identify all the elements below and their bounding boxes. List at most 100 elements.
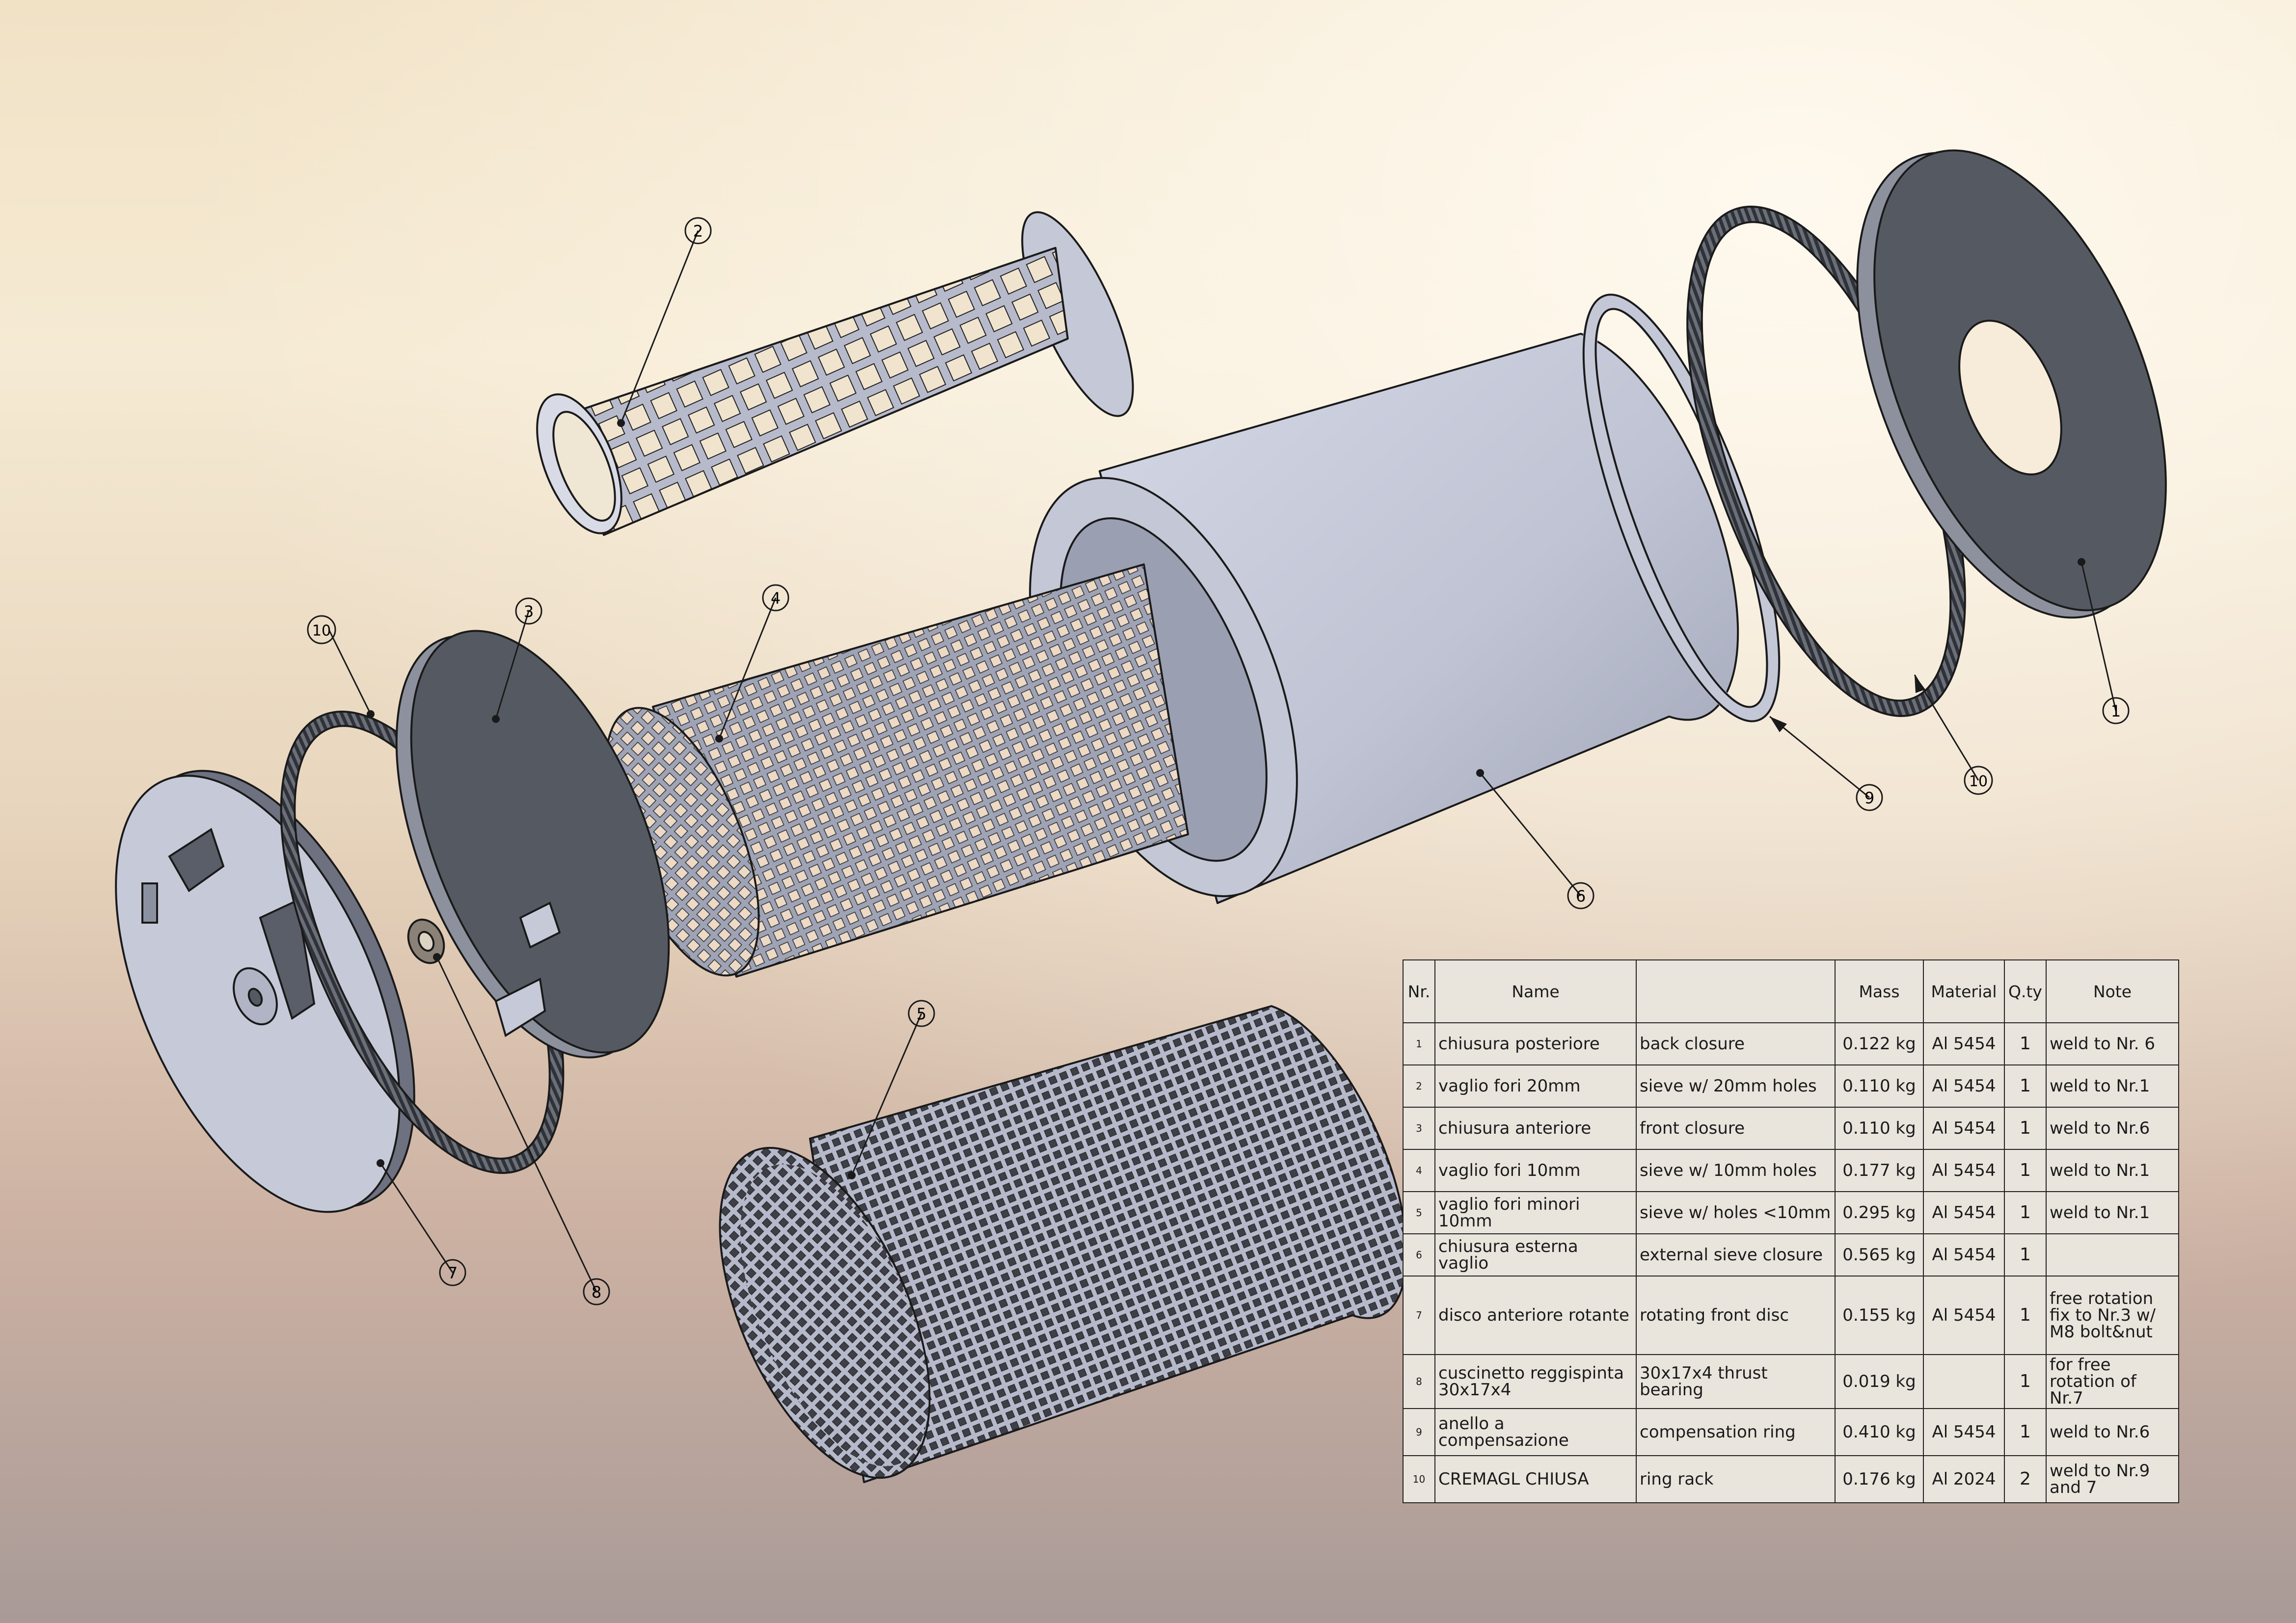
table-row: 2 vaglio fori 20mm sieve w/ 20mm holes 0…: [1403, 1064, 2179, 1108]
table-row: 9 anello a compensazione compensation ri…: [1403, 1408, 2179, 1456]
cell-description: sieve w/ holes <10mm: [1636, 1191, 1836, 1234]
cell-name: chiusura esterna vaglio: [1434, 1233, 1637, 1277]
cell-name: chiusura posteriore: [1434, 1022, 1637, 1065]
cell-nr: 10: [1403, 1455, 1435, 1503]
cell-mass: 0.177 kg: [1835, 1149, 1924, 1192]
col-header-nr: Nr.: [1403, 959, 1435, 1023]
cell-description: ring rack: [1636, 1455, 1836, 1503]
cell-description: sieve w/ 10mm holes: [1636, 1149, 1836, 1192]
cell-mass: 0.019 kg: [1835, 1354, 1924, 1409]
cell-note: [2046, 1233, 2179, 1277]
cell-mass: 0.110 kg: [1835, 1064, 1924, 1108]
cell-description: rotating front disc: [1636, 1276, 1836, 1355]
col-header-description: [1636, 959, 1836, 1023]
table-row: 5 vaglio fori minori 10mm sieve w/ holes…: [1403, 1191, 2179, 1234]
cell-note: weld to Nr.1: [2046, 1149, 2179, 1192]
balloon-label: 2: [693, 222, 703, 240]
table-row: 1 chiusura posteriore back closure 0.122…: [1403, 1022, 2179, 1065]
balloon-8: 8: [583, 1278, 610, 1305]
cell-name: vaglio fori 20mm: [1434, 1064, 1637, 1108]
cell-mass: 0.410 kg: [1835, 1408, 1924, 1456]
balloon-label: 10: [1969, 773, 1988, 790]
cell-nr: 4: [1403, 1149, 1435, 1192]
cell-nr: 7: [1403, 1276, 1435, 1355]
balloon-label: 3: [524, 602, 534, 621]
col-header-qty: Q.ty: [2004, 959, 2047, 1023]
cell-nr: 2: [1403, 1064, 1435, 1108]
cell-qty: 1: [2004, 1064, 2047, 1108]
cell-mass: 0.295 kg: [1835, 1191, 1924, 1234]
cell-name: anello a compensazione: [1434, 1408, 1637, 1456]
cell-material: Al 5454: [1923, 1233, 2005, 1277]
part-5-sieve-small-holes: [719, 1005, 1408, 1483]
leader-dots: [367, 419, 2085, 1179]
cell-nr: 9: [1403, 1408, 1435, 1456]
bill-of-materials-table: Nr. Name Mass Material Q.ty Note 1 chius…: [1403, 959, 2179, 1503]
cell-qty: 1: [2004, 1408, 2047, 1456]
cell-qty: 1: [2004, 1191, 2047, 1234]
cell-qty: 2: [2004, 1455, 2047, 1503]
part-8-thrust-bearing: [407, 918, 445, 964]
cell-material: Al 5454: [1923, 1064, 2005, 1108]
cell-material: Al 5454: [1923, 1408, 2005, 1456]
part-3-front-closure: [395, 630, 670, 1059]
balloon-3: 3: [515, 597, 542, 625]
balloon-label: 7: [448, 1264, 458, 1282]
table-row: 6 chiusura esterna vaglio external sieve…: [1403, 1233, 2179, 1277]
table-row: 10 CREMAGL CHIUSA ring rack 0.176 kg Al …: [1403, 1455, 2179, 1503]
balloon-7: 7: [439, 1259, 466, 1286]
balloon-10-left: 10: [307, 615, 336, 644]
balloon-5: 5: [908, 1000, 935, 1027]
cell-description: 30x17x4 thrust bearing: [1636, 1354, 1836, 1409]
cell-note: free rotation fix to Nr.3 w/ M8 bolt&nut: [2046, 1276, 2179, 1355]
balloon-label: 1: [2111, 702, 2121, 720]
cell-note: for free rotation of Nr.7: [2046, 1354, 2179, 1409]
cell-mass: 0.176 kg: [1835, 1455, 1924, 1503]
cell-description: compensation ring: [1636, 1408, 1836, 1456]
cell-note: weld to Nr.9 and 7: [2046, 1455, 2179, 1503]
balloon-label: 5: [917, 1005, 926, 1023]
table-row: 7 disco anteriore rotante rotating front…: [1403, 1276, 2179, 1355]
cell-name: cuscinetto reggispinta 30x17x4: [1434, 1354, 1637, 1409]
cell-material: Al 2024: [1923, 1455, 2005, 1503]
cell-material: Al 5454: [1923, 1149, 2005, 1192]
leader-lines: [328, 230, 2117, 1292]
cell-qty: 1: [2004, 1276, 2047, 1355]
cell-name: vaglio fori 10mm: [1434, 1149, 1637, 1192]
cell-material: Al 5454: [1923, 1107, 2005, 1150]
balloon-label: 6: [1576, 887, 1586, 905]
cell-qty: 1: [2004, 1107, 2047, 1150]
part-1-back-closure: [1856, 149, 2167, 619]
table-header-row: Nr. Name Mass Material Q.ty Note: [1403, 959, 2179, 1023]
table-row: 4 vaglio fori 10mm sieve w/ 10mm holes 0…: [1403, 1149, 2179, 1192]
balloon-10-right: 10: [1964, 766, 1993, 795]
cell-nr: 6: [1403, 1233, 1435, 1277]
balloon-1: 1: [2102, 697, 2130, 724]
col-header-note: Note: [2046, 959, 2179, 1023]
cell-name: disco anteriore rotante: [1434, 1276, 1637, 1355]
table-row: 3 chiusura anteriore front closure 0.110…: [1403, 1107, 2179, 1150]
cell-material: Al 5454: [1923, 1022, 2005, 1065]
balloon-label: 8: [592, 1283, 601, 1302]
cell-mass: 0.122 kg: [1835, 1022, 1924, 1065]
balloon-4: 4: [762, 584, 789, 612]
balloon-2: 2: [684, 217, 712, 244]
part-7-rotating-front-disc: [115, 770, 415, 1213]
cell-nr: 5: [1403, 1191, 1435, 1234]
cell-mass: 0.565 kg: [1835, 1233, 1924, 1277]
cell-nr: 8: [1403, 1354, 1435, 1409]
cell-note: weld to Nr. 6: [2046, 1022, 2179, 1065]
cell-qty: 1: [2004, 1022, 2047, 1065]
balloon-label: 9: [1864, 789, 1874, 807]
balloon-label: 10: [312, 622, 331, 639]
cell-mass: 0.110 kg: [1835, 1107, 1924, 1150]
cell-description: external sieve closure: [1636, 1233, 1836, 1277]
cell-note: weld to Nr.6: [2046, 1408, 2179, 1456]
balloon-label: 4: [771, 589, 781, 608]
cell-mass: 0.155 kg: [1835, 1276, 1924, 1355]
cell-name: CREMAGL CHIUSA: [1434, 1455, 1637, 1503]
cell-nr: 3: [1403, 1107, 1435, 1150]
part-2-sieve-20mm: [536, 211, 1134, 536]
cell-material: Al 5454: [1923, 1276, 2005, 1355]
table-row: 8 cuscinetto reggispinta 30x17x4 30x17x4…: [1403, 1354, 2179, 1409]
